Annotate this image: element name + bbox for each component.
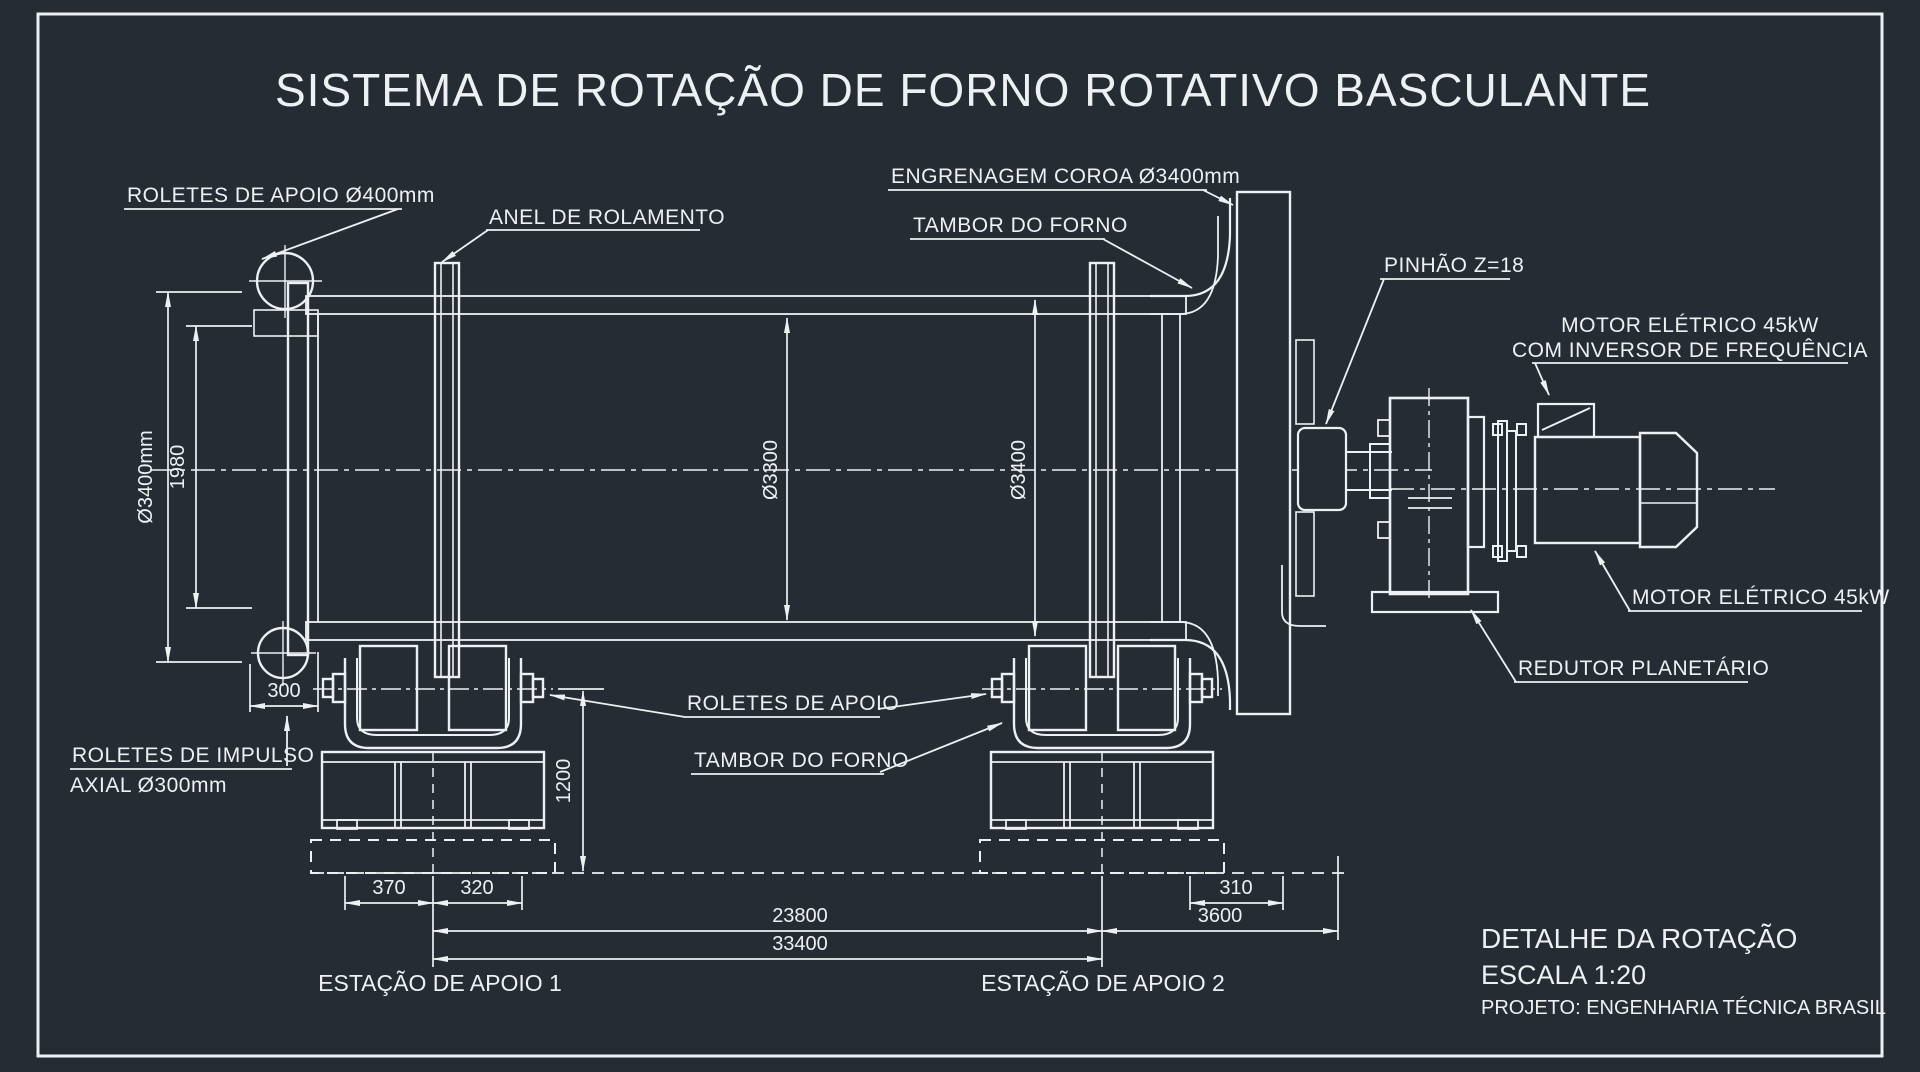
dim-23800: 23800 (772, 905, 828, 927)
support-station-2 (978, 644, 1226, 876)
support-station-1 (309, 644, 557, 876)
dim-1980: 1980 (167, 445, 189, 490)
callout-kiln-drum-top: TAMBOR DO FORNO (913, 214, 1128, 237)
callout-support-rollers-top: ROLETES DE APOIO Ø400mm (127, 184, 435, 207)
dim-3400: Ø3400 (1008, 440, 1030, 500)
callout-planetary-reducer: REDUTOR PLANETÁRIO (1518, 657, 1769, 680)
coupling-flange (1492, 420, 1527, 562)
crown-gear (1235, 190, 1326, 716)
sheet-border (36, 12, 1884, 1058)
titleblock-project: PROJETO: ENGENHARIA TÉCNICA BRASIL (1481, 996, 1886, 1019)
dim-1200: 1200 (553, 759, 575, 804)
kiln-drum (286, 198, 1232, 710)
titleblock-detail: DETALHE DA ROTAÇÃO (1481, 923, 1797, 954)
dim-310: 310 (1219, 877, 1252, 899)
callout-motor-line1: MOTOR ELÉTRICO 45kW (1561, 314, 1819, 337)
station-1-label: ESTAÇÃO DE APOIO 1 (318, 970, 562, 996)
callout-pinion: PINHÃO Z=18 (1384, 253, 1524, 277)
callout-thrust-rollers-line2: AXIAL Ø300mm (70, 774, 227, 797)
dim-drum-od: Ø3400mm (135, 430, 157, 523)
riding-rings (433, 261, 1116, 679)
dim-3600: 3600 (1198, 905, 1243, 927)
callout-support-rollers-mid: ROLETES DE APOIO (687, 692, 899, 715)
callout-motor-lower: MOTOR ELÉTRICO 45kW (1632, 586, 1890, 609)
dimension-lines (156, 291, 1339, 967)
titleblock-scale: ESCALA 1:20 (1481, 960, 1646, 990)
leader-lines (70, 189, 1862, 775)
planetary-reducer (1370, 388, 1500, 614)
dim-3300: Ø3300 (760, 440, 782, 500)
callout-kiln-drum-mid: TAMBOR DO FORNO (694, 749, 909, 772)
station-2-label: ESTAÇÃO DE APOIO 2 (981, 970, 1225, 996)
callout-riding-ring: ANEL DE ROLAMENTO (489, 206, 725, 229)
pinion (1296, 426, 1392, 512)
callout-crown-gear: ENGRENAGEM COROA Ø3400mm (891, 165, 1240, 188)
dim-33400: 33400 (772, 933, 828, 955)
motor-end-cap (1638, 431, 1699, 549)
callout-thrust-rollers-line1: ROLETES DE IMPULSO (72, 744, 314, 767)
left-rollers (249, 245, 322, 686)
reducer-base (1370, 590, 1500, 614)
drawing-title: SISTEMA DE ROTAÇÃO DE FORNO ROTATIVO BAS… (275, 64, 1651, 116)
dim-300: 300 (267, 680, 300, 702)
dim-320: 320 (460, 877, 493, 899)
terminal-box (1536, 402, 1596, 439)
electric-motor (1533, 402, 1699, 549)
dim-370: 370 (372, 877, 405, 899)
callout-motor-line2: COM INVERSOR DE FREQUÊNCIA (1512, 339, 1868, 362)
